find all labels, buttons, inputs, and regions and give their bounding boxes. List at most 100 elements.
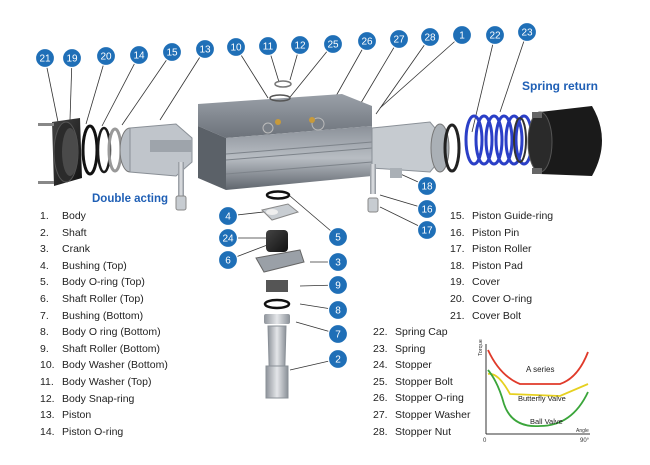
part-item: 24. Stopper [373, 357, 470, 374]
callout-28: 28 [419, 26, 441, 48]
part-name: Piston Guide-ring [472, 210, 554, 222]
part-number: 24. [373, 359, 388, 372]
part-item: 13.Piston [40, 407, 168, 424]
part-item: 1.Body [40, 208, 168, 225]
part-name: Stopper Washer [395, 408, 471, 421]
part-name: Spring Cap [395, 326, 448, 338]
svg-text:18: 18 [421, 182, 433, 193]
part-item: 10.Body Washer (Bottom) [40, 357, 168, 374]
part-name: Stopper O-ring [395, 392, 464, 405]
callout-1: 1 [451, 24, 473, 46]
part-item: 14.Piston O-ring [40, 424, 168, 441]
svg-text:23: 23 [521, 28, 533, 39]
callout-17: 17 [416, 219, 438, 241]
svg-text:10: 10 [230, 43, 242, 54]
callout-5: 5 [327, 226, 349, 248]
part-item: 21.Cover Bolt [450, 308, 553, 325]
part-name: Body Washer (Top) [62, 375, 152, 388]
part-item: 9.Shaft Roller (Bottom) [40, 341, 168, 358]
svg-text:15: 15 [166, 48, 178, 59]
svg-text:8: 8 [335, 306, 341, 317]
callout-9: 9 [327, 274, 349, 296]
part-name: Cover [472, 276, 501, 289]
callout-27: 27 [388, 28, 410, 50]
right-cover [527, 106, 602, 176]
svg-text:20: 20 [100, 52, 112, 63]
part-name: Body Snap-ring [62, 392, 135, 405]
part-item: 4.Bushing (Top) [40, 258, 168, 275]
part-number: 10. [40, 359, 55, 372]
svg-text:4: 4 [225, 212, 231, 223]
part-number: 8. [40, 326, 49, 339]
part-number: 7. [40, 309, 49, 322]
svg-text:3: 3 [335, 258, 341, 269]
svg-text:16: 16 [421, 205, 433, 216]
part-item: 2. Shaft [40, 225, 168, 242]
part-number: 18. [450, 259, 465, 272]
part-number: 25. [373, 375, 388, 388]
callout-7: 7 [327, 323, 349, 345]
part-name: Shaft [62, 226, 87, 239]
callout-16: 16 [416, 198, 438, 220]
callout-23: 23 [516, 21, 538, 43]
callout-12: 12 [289, 34, 311, 56]
part-number: 28. [373, 425, 388, 438]
svg-text:27: 27 [393, 35, 405, 46]
part-item: 8.Body O ring (Bottom) [40, 324, 168, 341]
svg-text:22: 22 [489, 31, 501, 42]
part-name: Stopper [395, 359, 432, 372]
part-number: 27. [373, 408, 388, 421]
callout-24: 24 [217, 227, 239, 249]
callout-3: 3 [327, 251, 349, 273]
callout-14: 14 [128, 44, 150, 66]
part-number: 14. [40, 425, 55, 438]
chart-ylabel: Torque [478, 339, 484, 356]
part-number: 5. [40, 276, 49, 289]
part-item: 20.Cover O-ring [450, 291, 553, 308]
part-number: 9. [40, 342, 49, 355]
part-name: Stopper Bolt [395, 375, 453, 388]
curve-ball [487, 369, 589, 427]
part-item: 19.Cover [450, 274, 553, 291]
part-item: 25. Stopper Bolt [373, 374, 470, 391]
part-name: Body O-ring (Top) [62, 276, 145, 289]
callout-15: 15 [161, 41, 183, 63]
svg-text:5: 5 [335, 233, 341, 244]
part-item: 27. Stopper Washer [373, 407, 470, 424]
part-number: 11. [40, 375, 54, 388]
callout-6: 6 [217, 249, 239, 271]
part-name: Cover Bolt [472, 309, 522, 322]
part-name: Piston Roller [472, 243, 532, 256]
part-name: Bushing (Top) [62, 259, 127, 272]
chart-xlabel: Angle [576, 428, 589, 434]
part-item: 3.Crank [40, 241, 168, 258]
spring-return-label: Spring return [522, 79, 599, 93]
leader-lines [44, 31, 528, 371]
svg-text:13: 13 [199, 45, 211, 56]
callout-8: 8 [327, 299, 349, 321]
part-item: 7.Bushing (Bottom) [40, 308, 168, 325]
svg-text:14: 14 [133, 51, 145, 62]
svg-text:2: 2 [335, 355, 341, 366]
part-name: Piston [62, 409, 92, 422]
left-piston [119, 123, 193, 177]
svg-text:6: 6 [225, 256, 231, 267]
callout-21: 21 [34, 47, 56, 69]
callout-10: 10 [225, 36, 247, 58]
part-number: 23. [373, 342, 388, 355]
callout-18: 18 [416, 175, 438, 197]
callout-20: 20 [95, 45, 117, 67]
piston-pins [175, 162, 402, 213]
part-name: Stopper Nut [395, 425, 452, 438]
part-number: 26. [373, 392, 388, 405]
part-item: 5. Body O-ring (Top) [40, 274, 168, 291]
callout-13: 13 [194, 38, 216, 60]
part-item: 23.Spring [373, 341, 470, 358]
svg-text:1: 1 [459, 31, 465, 42]
part-number: 2. [40, 226, 49, 239]
double-acting-label: Double acting [92, 193, 169, 205]
